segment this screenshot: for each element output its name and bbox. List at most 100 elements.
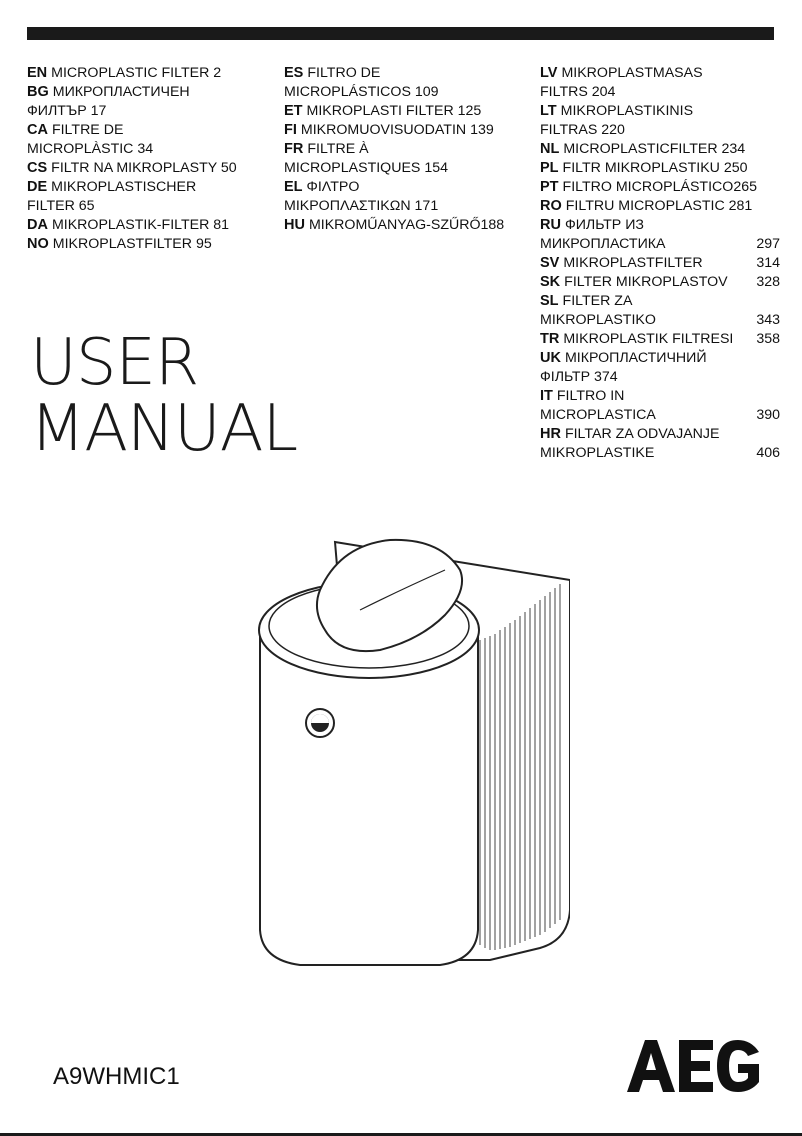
language-code: TR (540, 331, 560, 347)
language-code: SL (540, 293, 559, 309)
language-code: LV (540, 65, 558, 81)
language-code: UK (540, 350, 561, 366)
filter-illustration (258, 538, 570, 966)
language-title: МИКРОПЛАСТИЧЕН (52, 84, 190, 100)
language-code: HU (284, 217, 305, 233)
language-code: EL (284, 179, 303, 195)
title-line-1: USER (30, 326, 199, 400)
language-code: SK (540, 274, 561, 290)
language-title: МІКРОПЛАСТИЧНИЙ (564, 350, 707, 366)
language-title: FILTRAS 220 (540, 122, 625, 138)
language-title: MICROPLASTICA (540, 407, 656, 423)
language-code: EN (27, 65, 48, 81)
language-title: FILTRU MICROPLASTIC 281 (565, 198, 753, 214)
language-title: ФІЛЬТР 374 (540, 369, 618, 385)
language-code: RU (540, 217, 561, 233)
language-code: FR (284, 141, 304, 157)
language-title: FILTER 65 (27, 198, 95, 214)
language-code: CS (27, 160, 48, 176)
language-code: DA (27, 217, 48, 233)
language-title: MIKROPLASTIK-FILTER 81 (51, 217, 230, 233)
language-code: RO (540, 198, 562, 214)
language-title: MIKROPLASTIKINIS (560, 103, 694, 119)
language-entry-lt: FILTRAS 220 (540, 121, 780, 140)
language-title: MICROPLÁSTICOS 109 (284, 84, 439, 100)
language-title: ФИЛТЪР 17 (27, 103, 107, 119)
bottom-rule (0, 1133, 802, 1136)
language-title: MIKROPLASTIK FILTRESI (563, 331, 734, 347)
language-title: MIKROPLASTFILTER 95 (52, 236, 212, 252)
top-bar (27, 27, 774, 40)
language-title: ΜΙΚΡΟΠΛΑΣΤΙΚΩΝ 171 (284, 198, 439, 214)
language-title: FILTRS 204 (540, 84, 616, 100)
language-title: MICROPLASTICFILTER 234 (563, 141, 746, 157)
language-title: ФИЛЬТР ИЗ (564, 217, 644, 233)
language-code: DE (27, 179, 48, 195)
language-code: HR (540, 426, 561, 442)
language-entry-bg: ФИЛТЪР 17 (27, 102, 272, 121)
language-title: FILTRO MICROPLÁSTICO265 (562, 179, 757, 195)
language-code: CA (27, 122, 48, 138)
language-title: MIKROMUOVISUODATIN 139 (300, 122, 494, 138)
language-title: FILTR NA MIKROPLASTY 50 (51, 160, 237, 176)
language-title: MIKROPLASTFILTER (563, 255, 703, 271)
language-entry-ca: MICROPLÀSTIC 34 (27, 140, 272, 159)
language-title: MIKROPLASTMASAS (561, 65, 703, 81)
language-title: FILTER ZA (562, 293, 633, 309)
language-code: FI (284, 122, 297, 138)
language-title: МИКРОПЛАСТИКА (540, 236, 666, 252)
page-number: 358 (756, 331, 780, 347)
page-number: 297 (756, 236, 780, 252)
manual-title: USER MANUAL (30, 326, 298, 466)
language-entry-ru: МИКРОПЛАСТИКА 297 (540, 235, 780, 254)
language-code: BG (27, 84, 49, 100)
language-title: FILTAR ZA ODVAJANJE (564, 426, 720, 442)
language-title: FILTRE DE (51, 122, 124, 138)
language-title: MICROPLASTIC FILTER 2 (51, 65, 222, 81)
page-number: 406 (756, 445, 780, 461)
language-title: FILTER MIKROPLASTOV (564, 274, 728, 290)
language-title: FILTRO DE (307, 65, 381, 81)
page-number: 343 (756, 312, 780, 328)
language-title: FILTRO IN (556, 388, 625, 404)
title-line-2: MANUAL (30, 392, 298, 466)
language-title: ΦΙΛΤΡΟ (306, 179, 360, 195)
language-code: PL (540, 160, 559, 176)
language-code: SV (540, 255, 560, 271)
language-code: ET (284, 103, 303, 119)
model-number: A9WHMIC1 (53, 1063, 180, 1090)
language-code: IT (540, 388, 553, 404)
language-entry-uk: ФІЛЬТР 374 (540, 368, 780, 387)
language-title: MIKROPLASTI FILTER 125 (306, 103, 482, 119)
page-number: 390 (756, 407, 780, 423)
language-title: MICROPLÀSTIC 34 (27, 141, 154, 157)
